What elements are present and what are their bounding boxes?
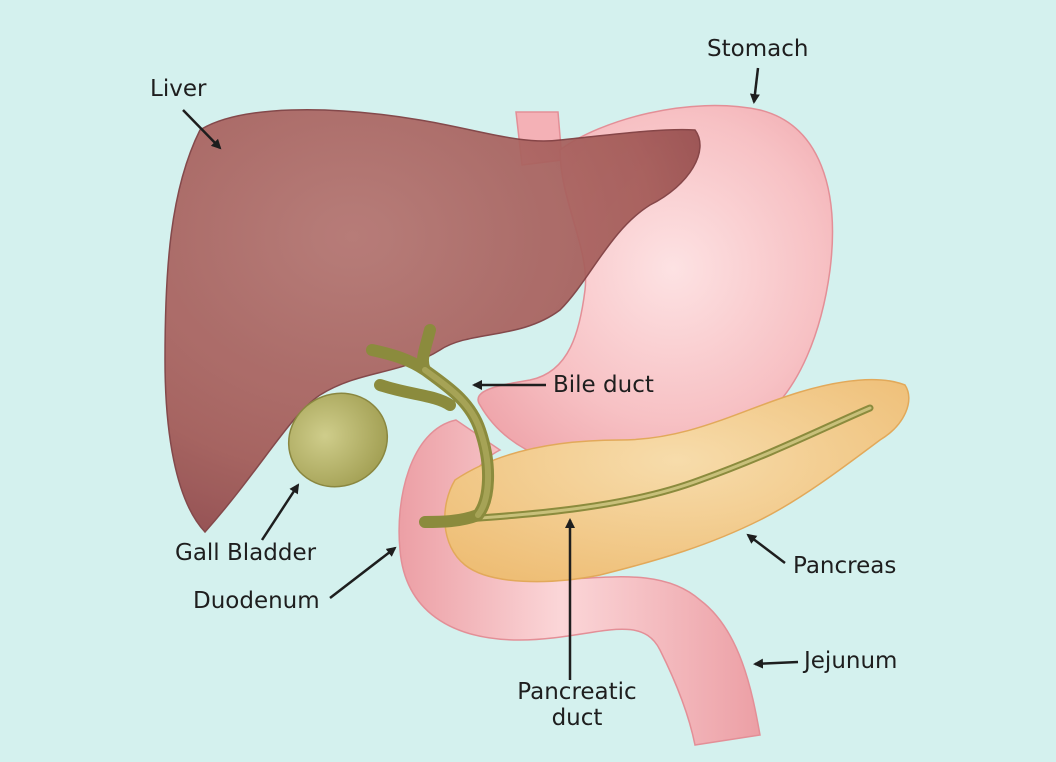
pancreas-arrow	[746, 533, 786, 564]
pancreas	[444, 378, 910, 583]
jejunum-arrow	[753, 658, 799, 669]
pancreatic-duct-label: Pancreatic duct	[515, 679, 639, 732]
gall-bladder-arrow	[260, 483, 300, 541]
pancreatic-duct-label-line1: Pancreatic	[517, 679, 637, 705]
stomach-label: Stomach	[707, 36, 809, 62]
duodenum-arrow	[329, 546, 397, 599]
liver-arrow	[182, 109, 222, 150]
liver	[164, 109, 701, 534]
pancreatic-duct-label-line2: duct	[551, 705, 603, 732]
jejunum-label: Jejunum	[804, 648, 898, 674]
pancreas-label: Pancreas	[793, 553, 897, 579]
bile-duct-label: Bile duct	[553, 372, 654, 398]
gall-bladder-label: Gall Bladder	[175, 540, 317, 566]
stomach-arrow	[749, 67, 760, 104]
liver-label: Liver	[150, 76, 207, 102]
gall-bladder-shape	[287, 392, 389, 488]
duodenum-label: Duodenum	[193, 588, 320, 614]
